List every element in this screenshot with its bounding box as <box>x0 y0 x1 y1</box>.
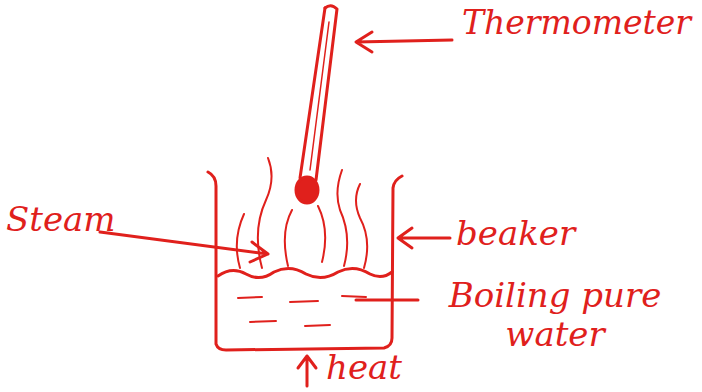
leader-arrow <box>100 232 268 262</box>
steam-line <box>337 170 347 266</box>
steam-line <box>285 210 292 266</box>
steam-line <box>356 184 367 268</box>
thermometer-label: Thermometer <box>462 4 691 42</box>
steam-line <box>237 214 244 268</box>
leader-line <box>356 299 418 302</box>
steam-label: Steam <box>6 200 116 239</box>
steam-line <box>318 206 325 262</box>
leader-arrow <box>398 228 450 248</box>
beaker-label: beaker <box>456 214 575 253</box>
water-label: Boiling pure water <box>424 276 686 354</box>
thermometer-bulb <box>296 177 318 203</box>
water-dashes <box>238 296 366 326</box>
thermometer-bore <box>310 22 329 170</box>
leader-arrow <box>356 32 452 52</box>
leader-arrow <box>298 356 316 386</box>
heat-label: heat <box>326 348 402 387</box>
beaker-outline <box>208 172 402 350</box>
water-surface <box>218 268 392 277</box>
